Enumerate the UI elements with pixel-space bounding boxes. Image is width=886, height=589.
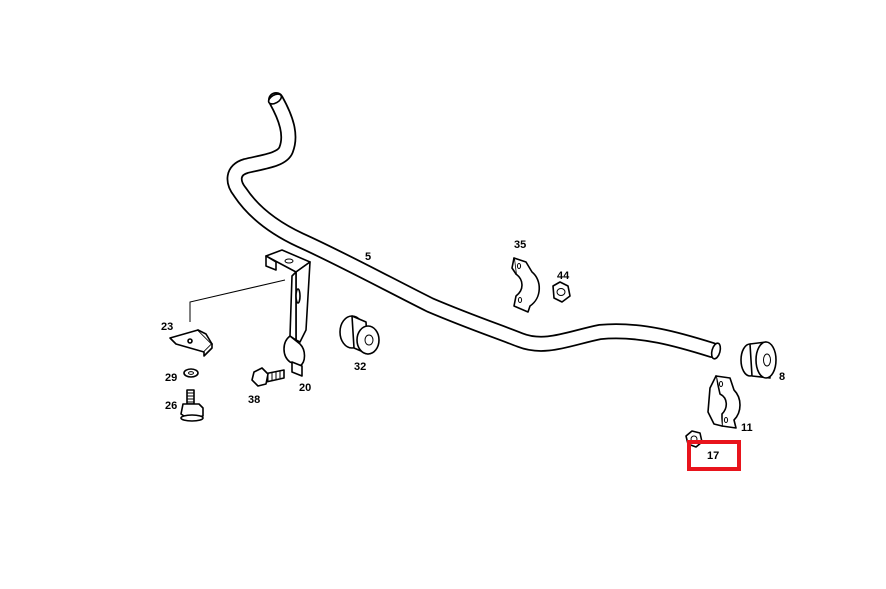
label-part-44: 44: [557, 270, 570, 282]
label-part-11: 11: [741, 422, 753, 434]
bolt-part-38[interactable]: [251, 367, 285, 387]
bolt-part-26[interactable]: [180, 389, 204, 422]
label-part-23: 23: [161, 321, 173, 333]
label-part-20: 20: [299, 382, 311, 394]
highlight-box-part-17: [687, 440, 741, 471]
label-part-5: 5: [365, 251, 371, 263]
washer-part-29[interactable]: [183, 368, 199, 378]
bracket-part-20[interactable]: [265, 249, 311, 377]
label-part-17: 17: [707, 450, 719, 462]
clamp-part-11[interactable]: [707, 375, 741, 429]
clip-part-23[interactable]: [169, 329, 213, 357]
label-part-32: 32: [354, 361, 366, 373]
nut-part-44[interactable]: [552, 281, 571, 303]
label-part-8: 8: [779, 371, 785, 383]
leader-line-23: [189, 279, 286, 322]
stabilizer-bar[interactable]: [226, 92, 722, 360]
label-part-26: 26: [165, 400, 177, 412]
label-part-35: 35: [514, 239, 526, 251]
bushing-part-32[interactable]: [339, 315, 380, 355]
bushing-part-8[interactable]: [740, 341, 777, 379]
clamp-part-35[interactable]: [511, 257, 541, 313]
label-part-29: 29: [165, 372, 177, 384]
label-part-38: 38: [248, 394, 260, 406]
